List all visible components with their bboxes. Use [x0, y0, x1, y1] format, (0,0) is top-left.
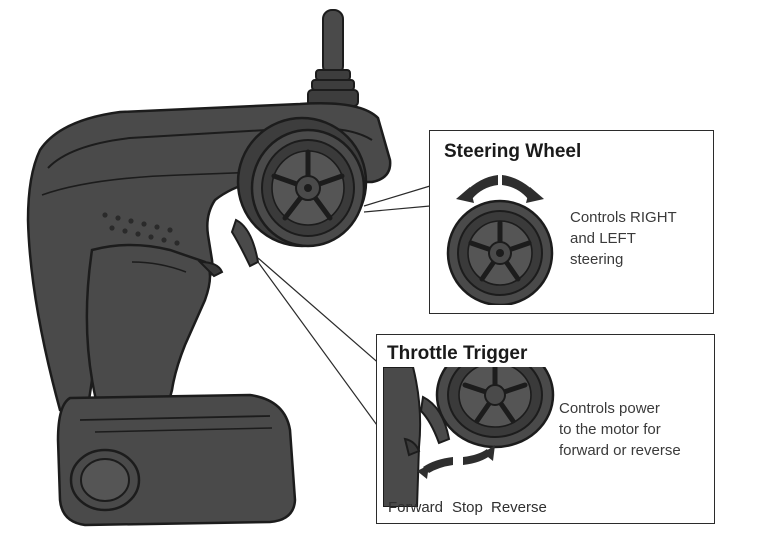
- label-reverse: Reverse: [491, 499, 547, 516]
- steering-wheel-callout: Steering Wheel Controls RI: [429, 130, 714, 314]
- speaker-grille: [102, 212, 180, 246]
- steering-wheel-detail: [446, 175, 554, 305]
- steering-wheel-title: Steering Wheel: [444, 141, 582, 162]
- steering-description: Controls RIGHT and LEFT steering: [570, 209, 677, 268]
- throttle-description: Controls power to the motor for forward …: [559, 400, 681, 459]
- steering-wheel-icon: [250, 128, 366, 248]
- transmitter-body: [26, 102, 392, 422]
- grip-handle: [85, 243, 212, 407]
- antenna: [307, 9, 359, 107]
- throttle-trigger-icon: [230, 218, 260, 268]
- throttle-trigger-detail: [383, 367, 555, 507]
- label-stop: Stop: [452, 499, 483, 516]
- label-forward: Forward: [388, 499, 444, 516]
- throttle-direction-arrows: [417, 445, 495, 479]
- throttle-trigger-callout: Throttle Trigger: [376, 334, 715, 524]
- throttle-trigger-title: Throttle Trigger: [387, 343, 528, 364]
- leader-lines: [257, 185, 431, 433]
- direction-arrow-icon: [456, 175, 544, 203]
